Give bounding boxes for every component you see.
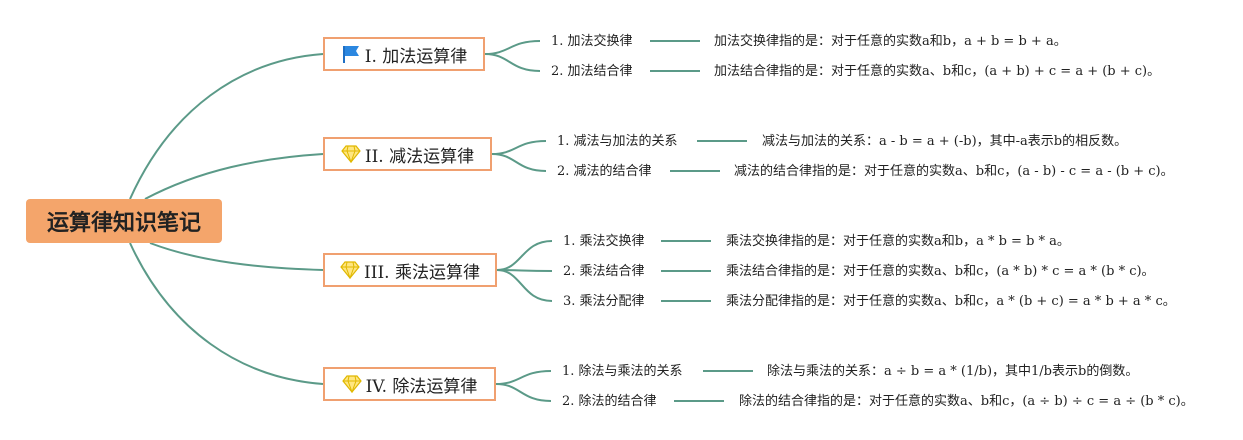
- leaf-item[interactable]: 1. 加法交换律: [551, 34, 633, 49]
- diamond-icon: [341, 375, 362, 393]
- branch-connector: [495, 370, 552, 385]
- leaf-description: 减法与加法的关系：a - b = a + (-b)，其中-a表示b的相反数。: [762, 134, 1128, 149]
- leaf-item[interactable]: 2. 加法结合律: [551, 64, 633, 79]
- leaf-description: 加法结合律指的是：对于任意的实数a、b和c，(a + b) + c = a + …: [714, 64, 1161, 79]
- leaf-description: 乘法分配律指的是：对于任意的实数a、b和c，a * (b + c) = a * …: [726, 294, 1176, 309]
- leaf-description: 除法与乘法的关系：a ÷ b = a * (1/b)，其中1/b表示b的倒数。: [767, 364, 1139, 379]
- leaf-item[interactable]: 2. 除法的结合律: [562, 394, 657, 409]
- branch-connector: [491, 153, 547, 172]
- branch-label: II. 减法运算律: [364, 146, 475, 167]
- branch-connector: [496, 269, 553, 302]
- root-node[interactable]: 运算律知识笔记: [26, 199, 222, 243]
- branch-connector: [484, 53, 541, 72]
- branch-node-division[interactable]: IV. 除法运算律: [323, 367, 496, 401]
- root-connector: [144, 153, 324, 200]
- branch-node-addition[interactable]: I. 加法运算律: [323, 37, 485, 71]
- branch-connector: [496, 240, 553, 271]
- branch-connector: [484, 40, 541, 55]
- root-connector: [149, 242, 324, 271]
- leaf-description: 乘法结合律指的是：对于任意的实数a、b和c，(a * b) * c = a * …: [726, 264, 1155, 279]
- branch-label: IV. 除法运算律: [365, 376, 478, 397]
- root-connector: [129, 53, 324, 200]
- branch-connector: [491, 140, 547, 155]
- branch-label: I. 加法运算律: [364, 46, 468, 67]
- diamond-icon: [341, 145, 361, 163]
- leaf-description: 减法的结合律指的是：对于任意的实数a、b和c，(a - b) - c = a -…: [734, 164, 1174, 179]
- root-connector: [129, 242, 324, 385]
- branch-node-multiplication[interactable]: III. 乘法运算律: [323, 253, 497, 287]
- leaf-item[interactable]: 1. 减法与加法的关系: [557, 134, 678, 149]
- leaf-item[interactable]: 2. 乘法结合律: [563, 264, 645, 279]
- flag-icon: [341, 44, 361, 64]
- leaf-item[interactable]: 1. 除法与乘法的关系: [562, 364, 683, 379]
- leaf-item[interactable]: 3. 乘法分配律: [563, 294, 645, 309]
- leaf-item[interactable]: 2. 减法的结合律: [557, 164, 652, 179]
- branch-label: III. 乘法运算律: [364, 262, 480, 283]
- branch-connector: [495, 383, 552, 402]
- leaf-description: 除法的结合律指的是：对于任意的实数a、b和c，(a ÷ b) ÷ c = a ÷…: [739, 394, 1194, 409]
- diamond-icon: [340, 261, 360, 279]
- leaf-item[interactable]: 1. 乘法交换律: [563, 234, 645, 249]
- branch-node-subtraction[interactable]: II. 减法运算律: [323, 137, 492, 171]
- leaf-description: 乘法交换律指的是：对于任意的实数a和b，a * b = b * a。: [726, 234, 1070, 249]
- leaf-description: 加法交换律指的是：对于任意的实数a和b，a + b = b + a。: [714, 34, 1067, 49]
